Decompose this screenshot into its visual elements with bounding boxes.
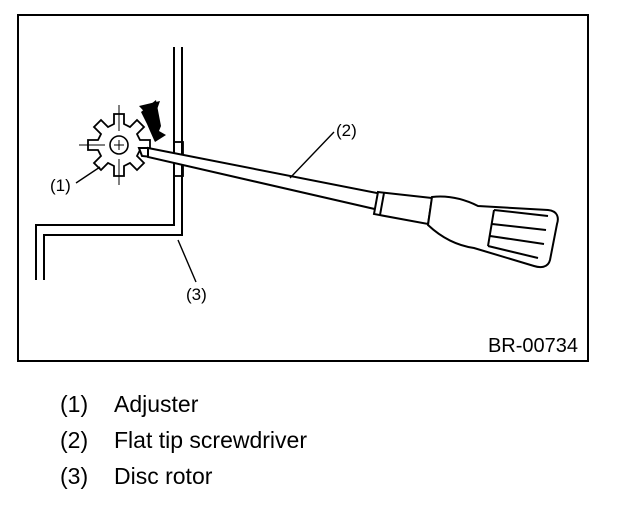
legend-label: Flat tip screwdriver <box>114 427 307 453</box>
rotation-arrow-icon <box>139 100 166 142</box>
disc-rotor-outline <box>35 47 183 280</box>
adjuster-star-wheel <box>79 105 151 185</box>
leader-adjuster <box>75 166 101 184</box>
legend-number: (3) <box>60 463 89 489</box>
leader-screwdriver <box>289 131 335 179</box>
legend-label: Adjuster <box>114 391 199 417</box>
leader-lines <box>75 131 335 283</box>
legend-item-disc-rotor: (3) Disc rotor <box>60 460 600 496</box>
leader-rotor <box>177 239 197 283</box>
callout-adjuster: (1) <box>50 176 71 195</box>
legend-label: Disc rotor <box>114 463 213 489</box>
legend-number: (1) <box>60 391 89 417</box>
legend-number: (2) <box>60 427 89 453</box>
legend-item-adjuster: (1) Adjuster <box>60 388 600 424</box>
adjuster-diagram: (1) (2) (3) BR-00734 <box>17 14 589 362</box>
figure-code: BR-00734 <box>488 335 578 357</box>
legend-item-screwdriver: (2) Flat tip screwdriver <box>60 424 600 460</box>
callout-screwdriver: (2) <box>336 121 357 140</box>
flat-tip-screwdriver <box>137 146 559 269</box>
legend: (1) Adjuster (2) Flat tip screwdriver (3… <box>60 388 600 496</box>
callout-rotor: (3) <box>186 285 207 304</box>
